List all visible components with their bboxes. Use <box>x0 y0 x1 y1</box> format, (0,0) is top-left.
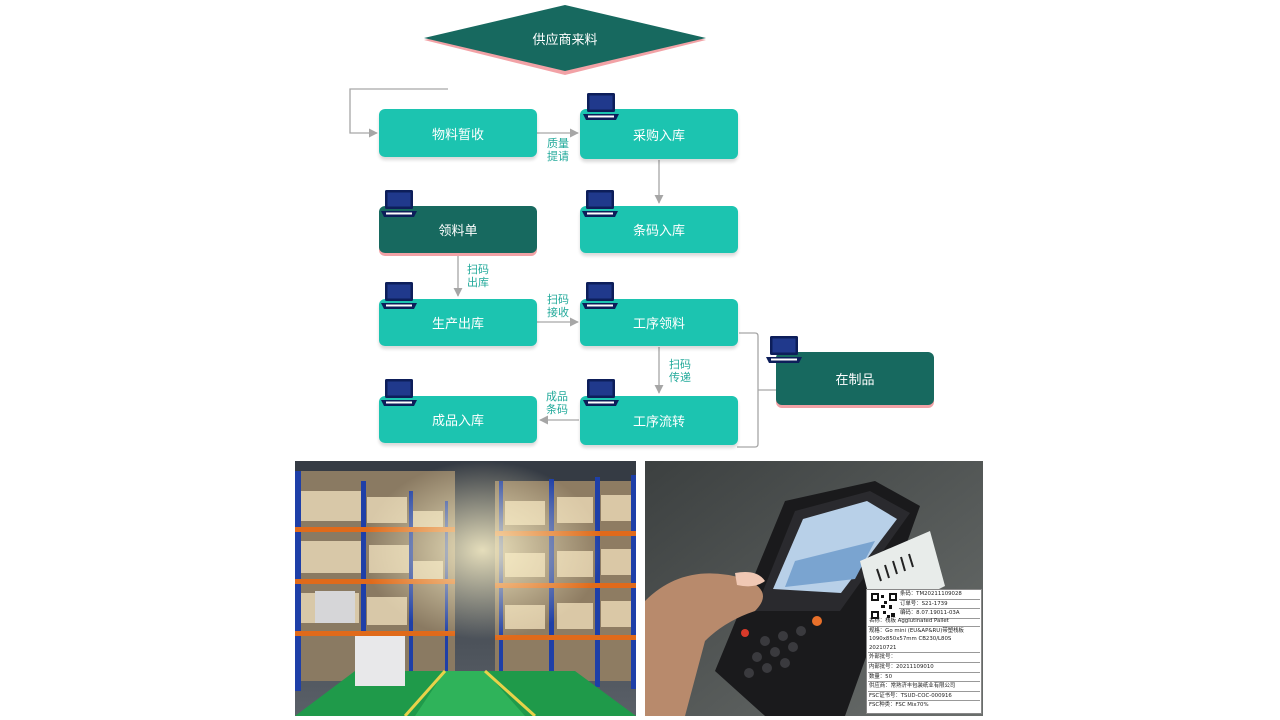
edge-label-quality: 质量 提请 <box>538 137 578 163</box>
edge-label-scan-pass-line2: 传递 <box>669 371 691 384</box>
edge-label-scan-out-line2: 出库 <box>467 276 489 289</box>
label-row: 外部批号： <box>868 653 980 663</box>
label-row: 订单号：S21-1739 <box>899 600 980 610</box>
laptop-icon <box>583 379 619 406</box>
start-diamond <box>424 5 706 75</box>
edge-bracket-wip <box>737 332 759 448</box>
edge-label-scan-pass-line1: 扫码 <box>669 358 691 371</box>
start-node-label: 供应商来料 <box>532 32 598 48</box>
laptop-icon <box>582 282 618 309</box>
edge-label-scan-receive: 扫码 接收 <box>538 293 578 319</box>
warehouse-photo <box>295 461 636 716</box>
node-wip: 在制品 <box>776 352 934 405</box>
edge-label-finished-barcode-line2: 条码 <box>546 403 568 416</box>
label-row: 供应商：常熟济丰包装纸业有限公司 <box>868 682 980 692</box>
edge-label-finished-barcode-line1: 成品 <box>546 390 568 403</box>
edge-label-scan-receive-line2: 接收 <box>547 306 569 319</box>
node-purchase-inbound: 采购入库 <box>580 109 738 159</box>
label-row: FSC证书号：TSUD-COC-000916 <box>868 692 980 702</box>
edge-label-scan-pass: 扫码 传递 <box>660 358 700 384</box>
scanner-photo: 条码：TM20211109028 订单号：S21-1739 编码：8.07.19… <box>645 461 983 716</box>
label-row: 规格：Go mini (EU&AP&RU)带塑栈板 <box>869 627 964 634</box>
edge-label-scan-receive-line1: 扫码 <box>547 293 569 306</box>
label-row: 名称：栈板 Agglutinated Pallet <box>868 617 980 627</box>
edge-start-to-receipt <box>349 88 448 138</box>
label-row: FSC种类：FSC Mix70% <box>869 702 929 709</box>
label-row: 20210721 <box>868 644 980 654</box>
node-material-receipt: 物料暂收 <box>379 109 537 157</box>
edge-label-scan-out-line1: 扫码 <box>467 263 489 276</box>
edge-label-finished-barcode: 成品 条码 <box>537 390 577 416</box>
label-row: 数量：50 <box>868 673 980 683</box>
laptop-icon <box>381 282 417 309</box>
laptop-icon <box>583 93 619 120</box>
edge-label-scan-out: 扫码 出库 <box>458 263 498 289</box>
edge-label-quality-line1: 质量 <box>547 137 569 150</box>
label-row: 1090x850x57mm CB230/L80S <box>869 636 952 643</box>
qr-code-icon <box>871 593 897 619</box>
laptop-icon <box>582 190 618 217</box>
label-row: 内部批号：20211109010 <box>868 663 980 673</box>
laptop-icon <box>766 336 802 363</box>
barcode-label-card: 条码：TM20211109028 订单号：S21-1739 编码：8.07.19… <box>866 589 982 714</box>
label-row: 条码：TM20211109028 <box>899 590 980 600</box>
laptop-icon <box>381 190 417 217</box>
laptop-icon <box>381 379 417 406</box>
edge-label-quality-line2: 提请 <box>547 150 569 163</box>
label-row: 编码：8.07.19011-03A <box>899 609 980 619</box>
